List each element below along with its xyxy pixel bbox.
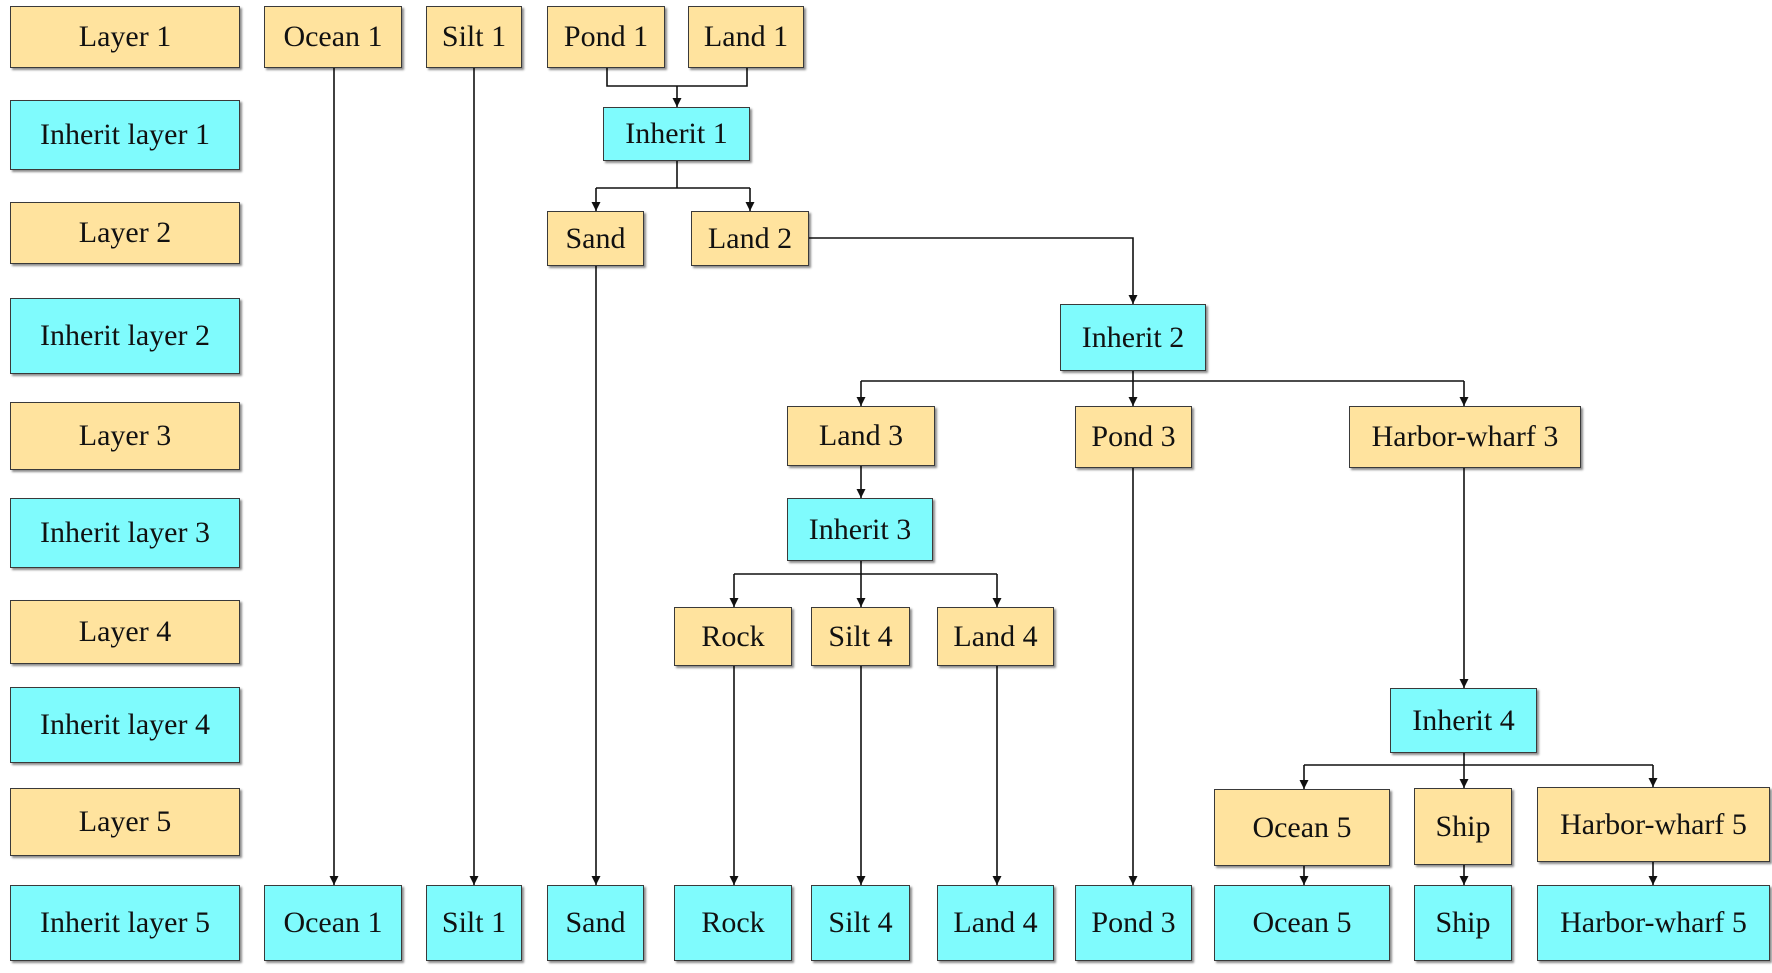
node-harbor-wharf-3: Harbor-wharf 3: [1349, 406, 1581, 468]
out-ocean-1: Ocean 1: [264, 885, 402, 961]
node-harbor-wharf-5: Harbor-wharf 5: [1537, 787, 1770, 862]
node-pond-1: Pond 1: [547, 6, 665, 68]
node-ship: Ship: [1414, 788, 1512, 865]
out-pond-3: Pond 3: [1075, 885, 1192, 961]
node-rock: Rock: [674, 607, 792, 666]
row-label-inherit-layer-5: Inherit layer 5: [10, 885, 240, 961]
row-label-inherit-layer-1: Inherit layer 1: [10, 100, 240, 170]
out-rock: Rock: [674, 885, 792, 961]
out-ocean-5: Ocean 5: [1214, 885, 1390, 961]
node-land-4: Land 4: [937, 607, 1054, 666]
edge-pond1-land1-to-inherit1: [606, 68, 748, 87]
node-silt-1: Silt 1: [426, 6, 522, 68]
row-label-layer-3: Layer 3: [10, 402, 240, 470]
node-inherit-1: Inherit 1: [603, 107, 750, 161]
node-ocean-5: Ocean 5: [1214, 789, 1390, 866]
row-label-layer-5: Layer 5: [10, 788, 240, 856]
row-label-inherit-layer-4: Inherit layer 4: [10, 687, 240, 763]
row-label-layer-4: Layer 4: [10, 600, 240, 664]
out-silt-4: Silt 4: [811, 885, 910, 961]
out-land-4: Land 4: [937, 885, 1054, 961]
row-label-inherit-layer-2: Inherit layer 2: [10, 298, 240, 374]
node-land-2: Land 2: [691, 211, 809, 266]
node-inherit-2: Inherit 2: [1060, 304, 1206, 371]
out-ship: Ship: [1414, 885, 1512, 961]
out-silt-1: Silt 1: [426, 885, 522, 961]
node-land-1: Land 1: [688, 6, 804, 68]
out-sand: Sand: [547, 885, 644, 961]
row-label-layer-2: Layer 2: [10, 202, 240, 264]
node-silt-4: Silt 4: [811, 607, 910, 666]
node-ocean-1: Ocean 1: [264, 6, 402, 68]
edge-land2-to-inherit2: [809, 237, 1138, 304]
out-harbor-wharf-5: Harbor-wharf 5: [1537, 885, 1770, 961]
row-label-inherit-layer-3: Inherit layer 3: [10, 498, 240, 568]
node-sand: Sand: [547, 211, 644, 266]
node-inherit-3: Inherit 3: [787, 498, 933, 561]
row-label-layer-1: Layer 1: [10, 6, 240, 68]
node-pond-3: Pond 3: [1075, 406, 1192, 468]
node-land-3: Land 3: [787, 406, 935, 466]
node-inherit-4: Inherit 4: [1390, 688, 1537, 753]
